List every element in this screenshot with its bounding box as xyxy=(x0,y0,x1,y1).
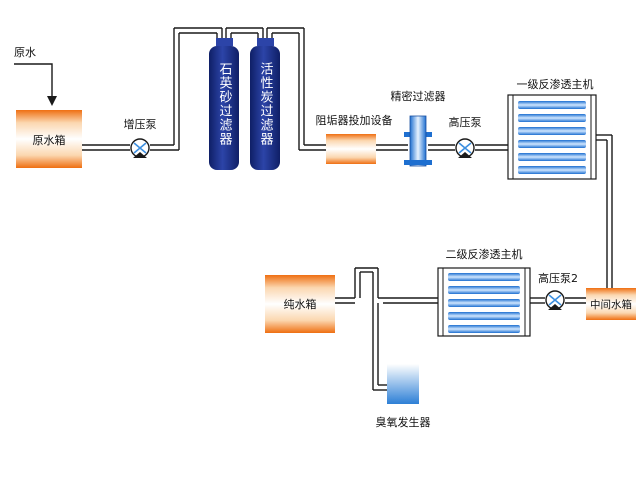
ro-stage2-membranes xyxy=(448,273,520,333)
ro-stage2-unit xyxy=(437,267,531,337)
ro-stage1-membranes xyxy=(518,101,586,174)
high-pressure-pump-icon xyxy=(455,138,475,158)
high-pressure-pump-label: 高压泵 xyxy=(449,115,482,129)
activated-carbon-filter xyxy=(250,38,280,170)
ozone-generator-label: 臭氧发生器 xyxy=(376,415,431,429)
ro-stage1-unit xyxy=(507,94,597,180)
ozone-generator xyxy=(387,364,419,404)
intermediate-tank-label: 中间水箱 xyxy=(590,298,632,311)
scale-inhibitor-label: 阻垢器投加设备 xyxy=(316,113,393,127)
intermediate-water-tank xyxy=(586,288,636,320)
booster-pump-label: 增压泵 xyxy=(124,117,157,131)
high-pressure-pump-2-icon xyxy=(545,290,565,310)
booster-pump-icon xyxy=(130,138,150,158)
raw-water-tank-label: 原水箱 xyxy=(33,133,66,147)
precision-filter xyxy=(404,115,432,167)
precision-filter-label: 精密过滤器 xyxy=(391,89,446,103)
ro-stage2-label: 二级反渗透主机 xyxy=(446,247,523,261)
high-pressure-pump-2-label: 高压泵2 xyxy=(538,271,578,285)
pure-water-tank-label: 纯水箱 xyxy=(284,297,317,311)
quartz-filter-label: 石英砂过滤器 xyxy=(217,62,233,146)
raw-water-label: 原水 xyxy=(14,46,36,59)
carbon-filter-label: 活性炭过滤器 xyxy=(258,62,274,146)
scale-inhibitor-device xyxy=(326,134,376,164)
ro-stage1-label: 一级反渗透主机 xyxy=(517,77,594,91)
pipes xyxy=(14,27,613,391)
quartz-sand-filter xyxy=(209,38,239,170)
raw-water-tank xyxy=(16,110,82,168)
pure-water-tank xyxy=(265,275,335,333)
